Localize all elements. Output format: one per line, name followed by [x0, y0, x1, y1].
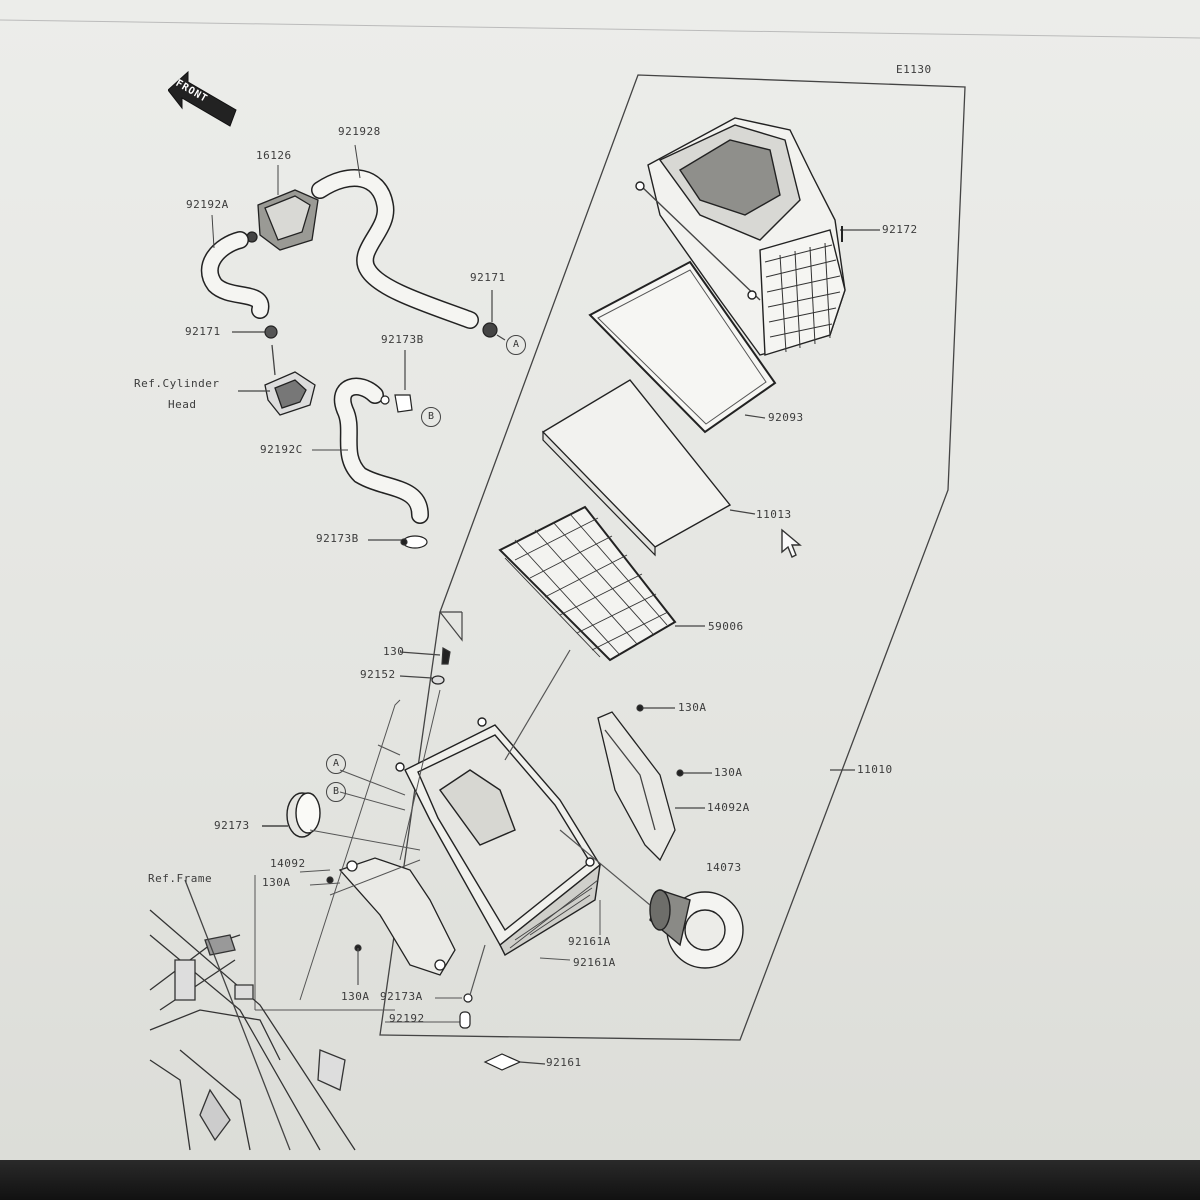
monitor-bezel [0, 1160, 1200, 1200]
hose-92192a [210, 215, 261, 310]
part-label: 92173A [380, 990, 423, 1003]
screen-59006 [500, 507, 705, 660]
part-label: 14073 [706, 861, 742, 874]
callout-b-top: B [421, 407, 441, 427]
part-label: 11013 [756, 508, 792, 521]
part-label: 92192C [260, 443, 303, 456]
part-label: 14092A [707, 801, 750, 814]
part-label: 92161 [546, 1056, 582, 1069]
element-11013 [543, 380, 755, 555]
valve-16126 [247, 165, 318, 250]
grommet-92161 [485, 1054, 520, 1070]
mouse-cursor-icon [780, 528, 802, 560]
gasket-92093 [590, 262, 775, 432]
part-label: 921928 [338, 125, 381, 138]
part-label: 130A [262, 876, 291, 889]
bracket-14092a [598, 712, 705, 860]
airbox-cover [636, 118, 845, 355]
part-label: 92192A [186, 198, 229, 211]
part-label: 14092 [270, 857, 306, 870]
part-label: 92173B [316, 532, 359, 545]
part-label: 59006 [708, 620, 744, 633]
part-label: 11010 [857, 763, 893, 776]
part-label: 92171 [185, 325, 221, 338]
clamp-92173 [262, 793, 320, 837]
callout-b-bottom: B [326, 782, 346, 802]
monitor-screen: FRONT E1130 A B A B Ref.Cylinder Head Re… [0, 0, 1200, 1160]
part-label: 92152 [360, 668, 396, 681]
duct-14073 [650, 890, 743, 968]
callout-a-bottom: A [326, 754, 346, 774]
part-label: 92161A [568, 935, 611, 948]
callout-a-top: A [506, 335, 526, 355]
part-label: 92171 [470, 271, 506, 284]
page-top-edge [0, 20, 1200, 38]
part-label: 16126 [256, 149, 292, 162]
front-arrow-marker: FRONT [168, 70, 248, 120]
frame-sketch [150, 880, 355, 1150]
page-code: E1130 [896, 63, 932, 76]
ref-cylinder-head-line2: Head [168, 398, 197, 411]
airbox-11010 [396, 718, 600, 955]
part-label: 92173B [381, 333, 424, 346]
hose-921928 [320, 145, 470, 320]
part-label: 92172 [882, 223, 918, 236]
part-label: 92093 [768, 411, 804, 424]
part-label: 130A [341, 990, 370, 1003]
ref-frame: Ref.Frame [148, 872, 213, 885]
part-label: 130 [383, 645, 405, 658]
parts-diagram [0, 0, 1200, 1160]
front-arrow-icon [168, 70, 248, 130]
part-label: 92161A [573, 956, 616, 969]
cylinder-head-port [238, 345, 315, 415]
part-label: 130A [714, 766, 743, 779]
part-label: 92173 [214, 819, 250, 832]
part-label: 130A [678, 701, 707, 714]
hose-92192c [312, 387, 420, 515]
bracket-14092 [340, 858, 455, 975]
part-label: 92192 [389, 1012, 425, 1025]
ref-cylinder-head-line1: Ref.Cylinder [134, 377, 220, 390]
assembly-boundary-side [440, 612, 462, 640]
assembly-boundary [380, 75, 965, 1040]
